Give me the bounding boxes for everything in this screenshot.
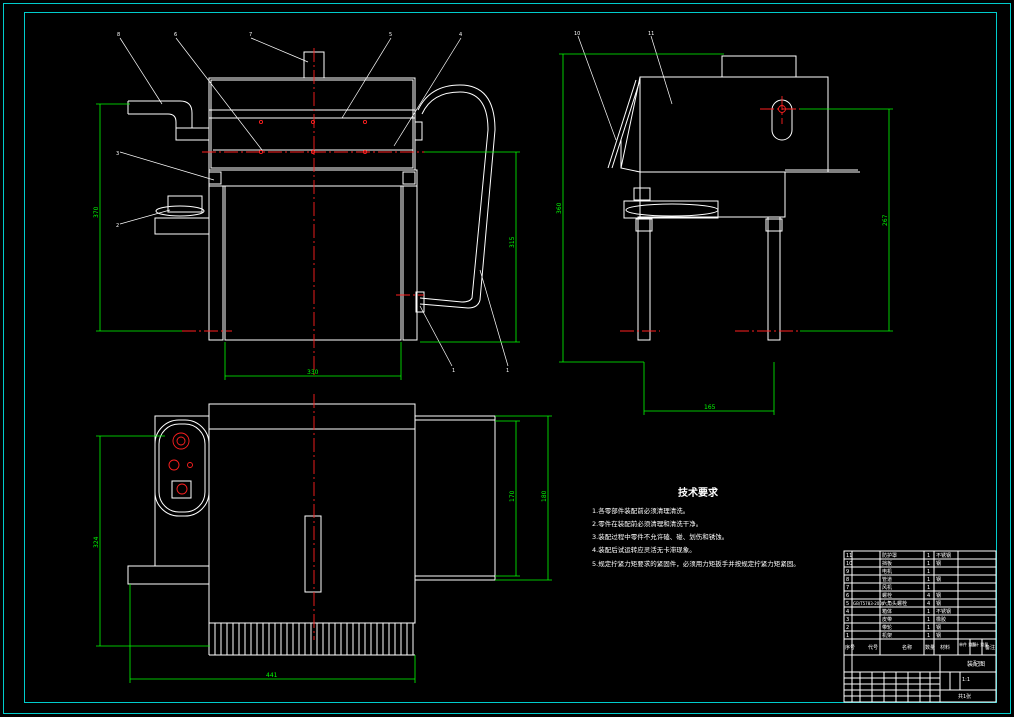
parts-row-qty: 1 (927, 609, 930, 615)
side-dim-left: 360 (556, 202, 563, 214)
front-part-number: 6 (174, 32, 177, 38)
parts-row-name: 箱体 (882, 608, 892, 615)
tech-req-item: 1.各零部件装配前必须清理清洗。 (592, 506, 689, 515)
front-part-number: 5 (389, 32, 392, 38)
parts-row-no: 11 (846, 553, 852, 559)
tech-req-item: 2.零件在装配前必须清理和清洗干净。 (592, 519, 702, 528)
parts-list-rows: 11 防护罩 1 不锈钢 10 挡板 1 钢 9 电机 1 8 管道 1 钢 7… (846, 552, 951, 639)
parts-row-material: 钢 (936, 560, 941, 567)
parts-row-material: 不锈钢 (936, 552, 951, 559)
parts-row-material: 钢 (936, 632, 941, 639)
parts-row-material: 钢 (936, 576, 941, 583)
parts-row-qty: 1 (927, 633, 930, 639)
parts-list-grid (844, 551, 996, 656)
parts-row-no: 8 (846, 577, 849, 583)
parts-row-no: 10 (846, 561, 852, 567)
parts-list-header: 序号 代号 名称 数量 材料 单件 重量 总计 重量 备注 (845, 641, 995, 651)
drawing-scale: 1:1 (962, 677, 970, 683)
parts-row-no: 7 (846, 585, 849, 591)
top-dim-left: 324 (93, 536, 100, 548)
front-part-number: 2 (116, 223, 119, 229)
parts-row-name: 螺栓 (882, 592, 892, 599)
header-cell: 总计 重量 (971, 641, 988, 647)
parts-row-no: 6 (846, 593, 849, 599)
front-part-number: 3 (116, 151, 119, 157)
tech-req-item: 3.装配过程中零件不允许磕、碰、划伤和锈蚀。 (592, 532, 728, 541)
side-dim-bottom: 165 (704, 404, 716, 411)
parts-row-name: 皮带 (882, 616, 892, 623)
parts-row-material: 橡胶 (936, 616, 946, 623)
tech-req-item: 4.装配后试运转应灵活无卡滞现象。 (592, 545, 696, 554)
parts-row-name: 管道 (882, 576, 892, 583)
header-cell: 单件 重量 (959, 641, 976, 647)
parts-row-qty: 4 (927, 601, 930, 607)
parts-row-material: 不锈钢 (936, 608, 951, 615)
side-part-number: 11 (648, 31, 654, 37)
tech-req-item: 5.规定拧紧力矩要求的紧固件，必须用力矩扳手并按规定拧紧力矩紧固。 (592, 559, 800, 568)
title-block: 11 防护罩 1 不锈钢 10 挡板 1 钢 9 电机 1 8 管道 1 钢 7… (843, 550, 997, 703)
parts-row-name: 六角头螺栓 (882, 600, 907, 607)
parts-row-qty: 1 (927, 577, 930, 583)
header-cell: 材料 (940, 644, 950, 651)
front-part-number: 1 (452, 368, 455, 374)
header-cell: 备注 (985, 644, 995, 651)
parts-row-qty: 1 (927, 617, 930, 623)
front-view: 8 6 7 5 4 3 2 1 1 370 315 330 (93, 32, 520, 380)
outer-frame (3, 3, 1011, 714)
parts-row-qty: 1 (927, 553, 930, 559)
header-cell: 序号 (845, 644, 855, 651)
front-part-number: 4 (459, 32, 462, 38)
header-cell: 名称 (902, 644, 912, 651)
top-dim-outer: 180 (541, 490, 548, 502)
comb-teeth (208, 623, 415, 656)
parts-row-qty: 1 (927, 561, 930, 567)
parts-row-name: 带轮 (882, 624, 892, 631)
tech-req-title: 技术要求 (678, 486, 719, 499)
parts-row-code: GB/T5783-2000 (853, 601, 885, 606)
parts-row-qty: 1 (927, 569, 930, 575)
inner-frame (24, 12, 997, 703)
side-view: 10 11 360 267 165 (556, 31, 893, 415)
side-dim-right: 267 (882, 214, 889, 226)
parts-row-name: 风机 (882, 584, 892, 591)
front-part-number: 8 (117, 32, 120, 38)
top-dim-inner: 170 (509, 490, 516, 502)
parts-row-qty: 1 (927, 585, 930, 591)
header-cell: 数量 (925, 644, 935, 651)
front-part-number: 1 (506, 368, 509, 374)
parts-row-no: 9 (846, 569, 849, 575)
parts-row-material: 钢 (936, 600, 941, 607)
parts-row-name: 挡板 (882, 560, 892, 567)
parts-row-material: 钢 (936, 592, 941, 599)
parts-row-no: 5 (846, 601, 849, 607)
top-view: 324 170 180 441 (93, 394, 552, 683)
parts-row-material: 钢 (936, 624, 941, 631)
parts-row-qty: 4 (927, 593, 930, 599)
title-block-grid (844, 655, 996, 702)
parts-row-no: 4 (846, 609, 849, 615)
drawing-name: 装配图 (967, 660, 985, 668)
parts-row-name: 电机 (882, 568, 892, 575)
header-cell: 代号 (868, 644, 878, 651)
parts-row-no: 1 (846, 633, 849, 639)
front-part-number: 7 (249, 32, 252, 38)
parts-row-qty: 1 (927, 625, 930, 631)
front-dim-right: 315 (509, 236, 516, 248)
drawing-sheet: 共1张 (958, 693, 971, 700)
side-part-number: 10 (574, 31, 580, 37)
parts-row-name: 机架 (882, 632, 892, 639)
top-dim-bottom: 441 (266, 672, 278, 679)
parts-row-no: 2 (846, 625, 849, 631)
technical-requirements: 技术要求 1.各零部件装配前必须清理清洗。 2.零件在装配前必须清理和清洗干净。… (592, 486, 800, 568)
parts-row-name: 防护罩 (882, 552, 897, 559)
parts-row-no: 3 (846, 617, 849, 623)
front-dim-left: 370 (93, 206, 100, 218)
front-dim-bottom: 330 (307, 369, 319, 376)
